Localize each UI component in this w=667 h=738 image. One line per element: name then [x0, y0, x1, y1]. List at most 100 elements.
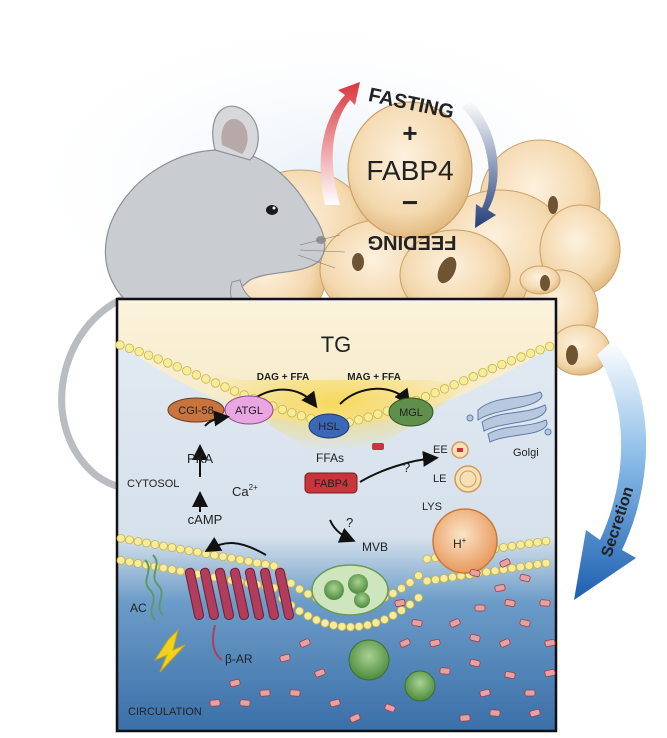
membrane-head-inner	[142, 538, 151, 548]
lipid-head	[182, 366, 192, 376]
cell-panel: TG DAG + FFA MAG + FFA CGI-58 ATGL HSL M…	[115, 297, 558, 733]
mvb-label: MVB	[362, 540, 388, 554]
lipid-head	[430, 388, 440, 398]
membrane-head-inner	[184, 546, 194, 555]
membrane-head-inner	[116, 533, 126, 543]
cytosol-label: CYTOSOL	[127, 478, 179, 490]
lipid-head	[143, 350, 154, 361]
lipid-head	[525, 348, 536, 359]
camp-label: cAMP	[188, 512, 223, 527]
fabp4-molecule	[429, 638, 441, 648]
fabp4-molecule	[372, 443, 384, 450]
lipid-head	[373, 409, 383, 419]
lipid-head	[544, 341, 555, 352]
membrane-head-outer	[397, 606, 406, 615]
membrane-head-outer	[422, 576, 432, 586]
membrane-head-outer	[371, 618, 381, 628]
lipid-head	[163, 358, 173, 368]
membrane-head-inner	[405, 578, 415, 587]
lysosome	[432, 508, 498, 574]
fabp4-molecule	[449, 618, 461, 628]
membrane-head-inner	[533, 537, 542, 547]
fabp4-molecule	[209, 699, 221, 707]
hsl-enzyme	[308, 413, 350, 439]
membrane-head-outer	[312, 615, 321, 625]
cgi58-enzyme	[167, 397, 225, 423]
membrane-head-outer	[439, 574, 449, 583]
pka-label: PKA	[187, 451, 213, 466]
fabp4-molecule	[494, 584, 506, 592]
membrane-head-inner	[388, 589, 398, 598]
ca-label: Ca2+	[232, 483, 258, 499]
membrane-head-inner	[295, 584, 304, 594]
central-adipocyte	[347, 101, 473, 239]
fabp4-molecule	[499, 638, 511, 648]
fabp4-molecule	[279, 653, 291, 663]
membrane-head-outer	[295, 606, 304, 616]
fabp4-molecule	[489, 709, 501, 717]
membrane-head-inner	[218, 552, 228, 562]
membrane-head-inner	[303, 589, 313, 599]
membrane-head-outer	[176, 566, 185, 576]
lipid-head	[506, 356, 517, 366]
circulation-label: CIRCULATION	[128, 706, 202, 718]
fabp4-molecule	[479, 688, 491, 698]
lipid-head	[153, 354, 163, 364]
lipid-head	[172, 362, 182, 372]
minus-sign: −	[402, 187, 418, 218]
membrane-head-inner	[193, 547, 202, 557]
membrane-head-inner	[159, 541, 168, 551]
lipid-head	[277, 404, 288, 415]
membrane-head-outer	[380, 615, 389, 624]
atgl-label: ATGL	[235, 405, 263, 417]
membrane-head-outer	[329, 620, 338, 630]
membrane-head-inner	[499, 543, 508, 552]
membrane-head-outer	[337, 622, 347, 631]
lipid-head	[478, 367, 488, 378]
membrane-head-inner	[516, 540, 525, 550]
membrane-head-inner	[235, 555, 245, 565]
fabp4-molecule	[299, 638, 311, 648]
membrane-head-inner	[210, 550, 219, 560]
beta-ar-label: β-AR	[225, 652, 253, 666]
ee-label: EE	[433, 444, 448, 456]
membrane-head-inner	[201, 549, 211, 559]
fabp4-molecule	[459, 714, 471, 722]
fabp4-molecule	[289, 689, 301, 697]
golgi-label: Golgi	[513, 447, 539, 459]
membrane-head-inner	[524, 539, 534, 549]
plus-sign: +	[402, 118, 417, 148]
cgi58-label: CGI-58	[178, 405, 213, 417]
membrane-head-inner	[397, 584, 406, 593]
fabp4-molecule	[239, 699, 251, 707]
fabp4-molecule	[384, 703, 396, 713]
membrane-head-outer	[533, 559, 542, 569]
membrane-head-inner	[150, 540, 160, 549]
fabp4-molecule	[439, 667, 451, 675]
membrane-head-inner	[167, 543, 177, 552]
fabp4-molecule	[399, 638, 411, 648]
ffas-label: FFAs	[316, 451, 344, 465]
membrane-head-inner	[227, 553, 236, 563]
fabp4-molecule	[329, 698, 341, 708]
secretion-arrow: Secretion	[574, 340, 647, 600]
lipid-head	[191, 370, 202, 380]
membrane-head-outer	[159, 563, 168, 573]
fabp4-molecule	[504, 599, 516, 607]
membrane-head-outer	[405, 600, 415, 609]
mag-ffa-label: MAG + FFA	[347, 372, 401, 383]
lipid-head	[210, 378, 221, 388]
membrane-head-outer	[167, 565, 177, 574]
membrane-head-outer	[414, 593, 423, 603]
lipid-head	[459, 376, 469, 386]
dag-ffa-label: DAG + FFA	[257, 372, 310, 383]
fabp4-molecule	[314, 668, 326, 678]
atgl-enzyme	[224, 395, 274, 425]
lipid-head	[201, 374, 211, 384]
membrane-head-outer	[516, 562, 525, 572]
fabp4-molecule	[411, 619, 423, 627]
fabp4-molecule	[394, 599, 406, 607]
fabp4-molecule	[539, 599, 551, 607]
